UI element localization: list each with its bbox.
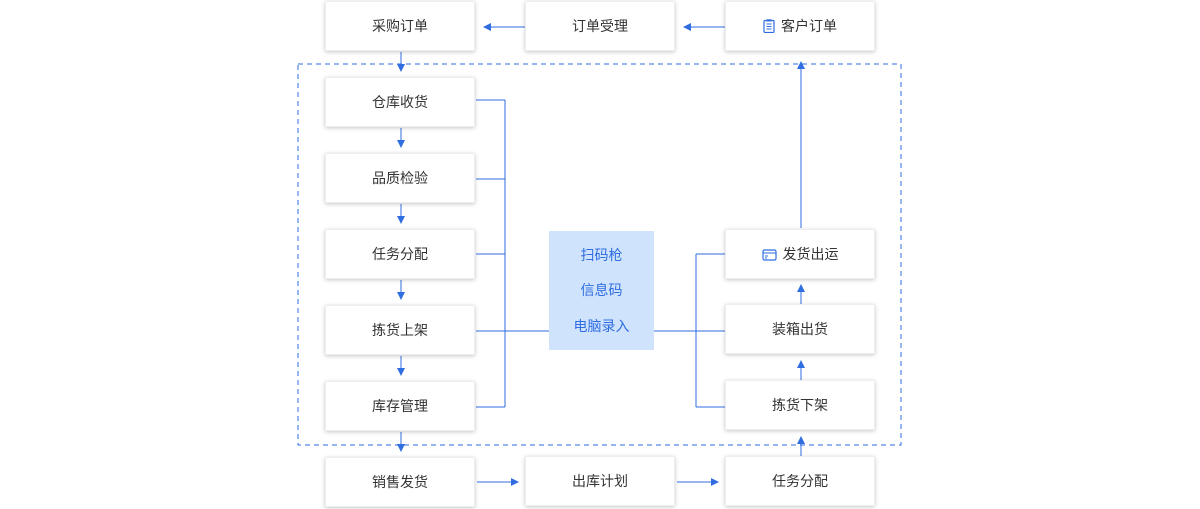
- warehouse-boundary: [297, 63, 902, 446]
- node-label: 任务分配: [372, 247, 428, 263]
- node-inventory-mgmt: 库存管理: [325, 381, 475, 431]
- node-label: 采购订单: [372, 19, 428, 35]
- node-label: 出库计划: [572, 474, 628, 490]
- node-label: 库存管理: [372, 399, 428, 415]
- center-line-computer-entry: 电脑录入: [573, 319, 630, 336]
- node-order-accept: 订单受理: [525, 1, 675, 51]
- node-label: 仓库收货: [372, 95, 428, 111]
- node-ship-out: 发货出运: [725, 229, 875, 279]
- node-label: 装箱出货: [772, 322, 828, 338]
- node-pack-ship: 装箱出货: [725, 304, 875, 354]
- node-label: 任务分配: [772, 474, 828, 490]
- node-inspection: 品质检验: [325, 153, 475, 203]
- node-label: 拣货上架: [372, 323, 428, 339]
- node-pick-unshelve: 拣货下架: [725, 380, 875, 430]
- node-receiving: 仓库收货: [325, 77, 475, 127]
- node-label: 销售发货: [372, 475, 428, 491]
- data-capture-center: 扫码枪 信息码 电脑录入: [549, 231, 654, 350]
- node-task-assign-bottom: 任务分配: [725, 456, 875, 506]
- center-line-scanner: 扫码枪: [580, 247, 623, 264]
- node-sales-ship: 销售发货: [325, 457, 475, 507]
- node-label: 订单受理: [572, 19, 628, 35]
- node-purchase-order: 采购订单: [325, 1, 475, 51]
- node-customer-order: 客户订单: [725, 1, 875, 51]
- node-pick-shelve: 拣货上架: [325, 305, 475, 355]
- box-icon: [761, 248, 777, 261]
- node-task-assign-left: 任务分配: [325, 229, 475, 279]
- clipboard-icon: [763, 19, 775, 33]
- node-label: 拣货下架: [772, 398, 828, 414]
- node-label: 发货出运: [782, 247, 839, 263]
- center-line-info-code: 信息码: [580, 283, 623, 300]
- node-outbound-plan: 出库计划: [525, 456, 675, 506]
- node-label: 客户订单: [781, 19, 837, 35]
- node-label: 品质检验: [372, 171, 428, 187]
